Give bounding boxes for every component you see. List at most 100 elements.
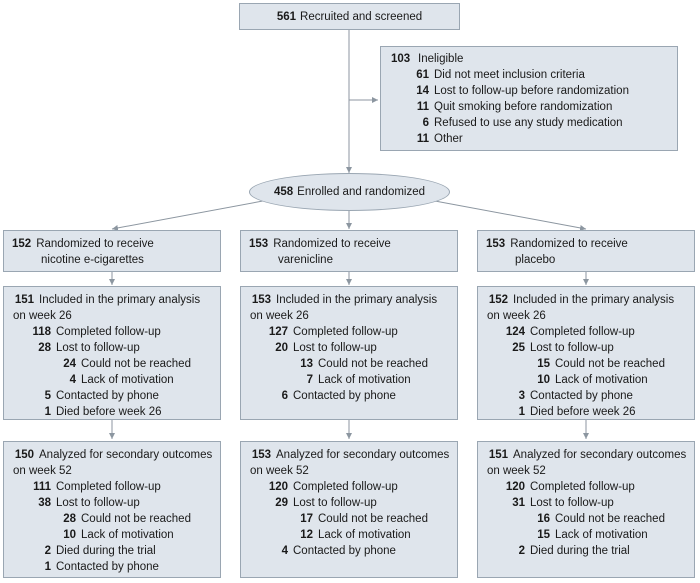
secondary-count: 120 — [268, 481, 288, 493]
primary-count: 124 — [505, 326, 525, 338]
primary-label: on week 26 — [487, 310, 546, 322]
secondary-label: Died during the trial — [530, 545, 630, 557]
primary-count: 5 — [44, 390, 51, 402]
primary-count: 3 — [518, 390, 525, 402]
secondary-label: Could not be reached — [81, 513, 191, 525]
primary-label: Completed follow-up — [530, 326, 635, 338]
primary-label: Could not be reached — [555, 358, 665, 370]
ineligible-count: 103 — [391, 53, 411, 65]
primary-count: 10 — [537, 374, 550, 386]
primary-row: 20 Lost to follow-up — [266, 340, 377, 356]
primary-label: Lost to follow-up — [56, 342, 140, 354]
secondary-count: 1 — [44, 561, 51, 573]
primary-count: 153 — [251, 294, 271, 306]
ineligible-reason-label: Other — [434, 133, 463, 145]
arm-2-primary-box: 153 Included in the primary analysis on we… — [240, 286, 458, 420]
primary-count: 152 — [488, 294, 508, 306]
primary-row: on week 26 — [487, 308, 546, 324]
secondary-label: Lost to follow-up — [530, 497, 614, 509]
ineligible-reason-count: 14 — [416, 85, 429, 97]
primary-count: 15 — [537, 358, 550, 370]
arm-2-allocation-count: 153 — [249, 238, 269, 250]
primary-label: Contacted by phone — [56, 390, 159, 402]
secondary-count: 120 — [505, 481, 525, 493]
randomized-count: 458 — [273, 186, 294, 198]
secondary-count: 153 — [251, 449, 271, 461]
primary-label: on week 26 — [13, 310, 72, 322]
primary-count: 1 — [518, 406, 525, 418]
primary-label: Lost to follow-up — [293, 342, 377, 354]
primary-row: 25 Lost to follow-up — [503, 340, 614, 356]
secondary-count: 15 — [537, 529, 550, 541]
primary-row: on week 26 — [250, 308, 309, 324]
secondary-count: 38 — [38, 497, 51, 509]
secondary-label: Completed follow-up — [56, 481, 161, 493]
ineligible-label: Ineligible — [418, 53, 464, 65]
primary-count: 4 — [69, 374, 76, 386]
arm-1-allocation-line1: Randomized to receive — [36, 238, 154, 250]
secondary-count: 4 — [281, 545, 288, 557]
secondary-label: Could not be reached — [555, 513, 665, 525]
primary-count: 25 — [512, 342, 525, 354]
line-to-arm3 — [407, 195, 587, 231]
secondary-row: 120 Completed follow-up — [266, 479, 398, 495]
secondary-row: on week 52 — [487, 463, 546, 479]
arm-1-allocation-count: 152 — [12, 238, 32, 250]
primary-label: Could not be reached — [318, 358, 428, 370]
primary-row: on week 26 — [13, 308, 72, 324]
secondary-label: Lost to follow-up — [293, 497, 377, 509]
secondary-label: Analyzed for secondary outcomes — [513, 449, 687, 461]
primary-label: on week 26 — [250, 310, 309, 322]
primary-count: 13 — [300, 358, 313, 370]
ineligible-reason-count: 11 — [416, 133, 429, 145]
arm-3-allocation-line2: placebo — [515, 254, 556, 266]
secondary-count: 2 — [518, 545, 525, 557]
primary-count: 20 — [275, 342, 288, 354]
primary-count: 1 — [44, 406, 51, 418]
primary-label: Included in the primary analysis — [513, 294, 675, 306]
ineligible-reason-label: Lost to follow-up before randomization — [434, 85, 629, 97]
arm-2-allocation-line2: varenicline — [278, 254, 333, 266]
secondary-label: Lack of motivation — [81, 529, 174, 541]
ineligible-reason-count: 6 — [422, 117, 429, 129]
secondary-label: on week 52 — [250, 465, 309, 477]
secondary-label: Lost to follow-up — [56, 497, 140, 509]
primary-count: 6 — [281, 390, 288, 402]
secondary-count: 29 — [275, 497, 288, 509]
primary-label: Lost to follow-up — [530, 342, 614, 354]
primary-label: Could not be reached — [81, 358, 191, 370]
primary-label: Included in the primary analysis — [276, 294, 438, 306]
primary-row: 153 Included in the primary analysis — [249, 292, 437, 308]
secondary-label: Lack of motivation — [555, 529, 648, 541]
ineligible-reason-label: Quit smoking before randomization — [434, 101, 613, 113]
secondary-label: Completed follow-up — [293, 481, 398, 493]
